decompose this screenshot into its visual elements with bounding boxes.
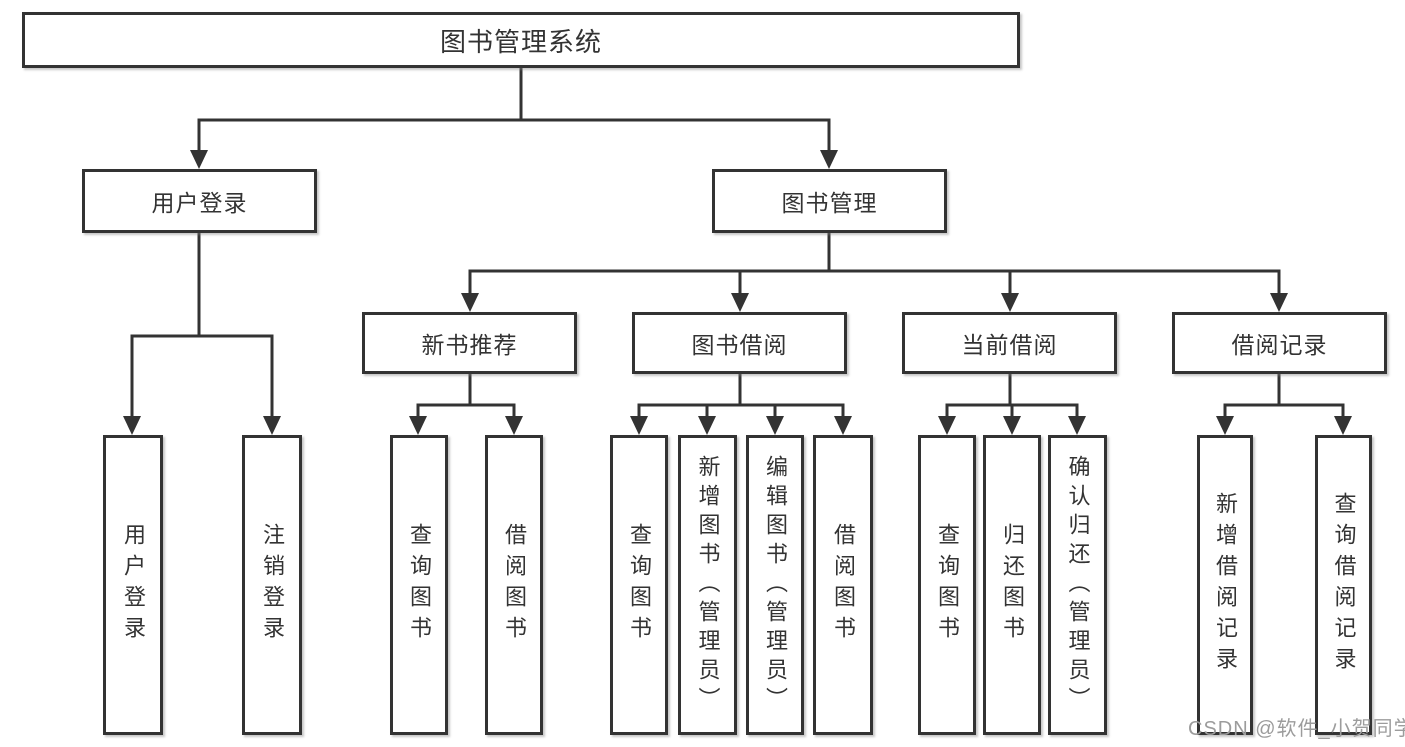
leaf-borrowing-borrow-books: 借阅图书 bbox=[813, 435, 873, 735]
csdn-watermark: CSDN @软件_小贺同学 bbox=[1188, 718, 1405, 740]
leaf-recommend-query-books: 查询图书 bbox=[390, 435, 448, 735]
leaf-user-login: 用户登录 bbox=[103, 435, 163, 735]
leaf-records-add-record: 新增借阅记录 bbox=[1197, 435, 1253, 735]
leaf-logout: 注销登录 bbox=[242, 435, 302, 735]
leaf-borrowing-query-books: 查询图书 bbox=[610, 435, 668, 735]
node-current-borrowing: 当前借阅 bbox=[902, 312, 1117, 374]
leaf-current-return-books: 归还图书 bbox=[983, 435, 1041, 735]
leaf-current-confirm-return-admin: 确认归还（管理员） bbox=[1048, 435, 1107, 735]
node-book-borrowing: 图书借阅 bbox=[632, 312, 847, 374]
node-new-book-recommend: 新书推荐 bbox=[362, 312, 577, 374]
node-library-management-system: 图书管理系统 bbox=[22, 12, 1020, 68]
leaf-borrowing-add-books-admin: 新增图书（管理员） bbox=[678, 435, 737, 735]
leaf-records-query-record: 查询借阅记录 bbox=[1315, 435, 1372, 735]
node-user-login: 用户登录 bbox=[82, 169, 317, 233]
node-book-management: 图书管理 bbox=[712, 169, 947, 233]
leaf-recommend-borrow-books: 借阅图书 bbox=[485, 435, 543, 735]
leaf-borrowing-edit-books-admin: 编辑图书（管理员） bbox=[746, 435, 804, 735]
node-borrowing-records: 借阅记录 bbox=[1172, 312, 1387, 374]
leaf-current-query-books: 查询图书 bbox=[918, 435, 976, 735]
